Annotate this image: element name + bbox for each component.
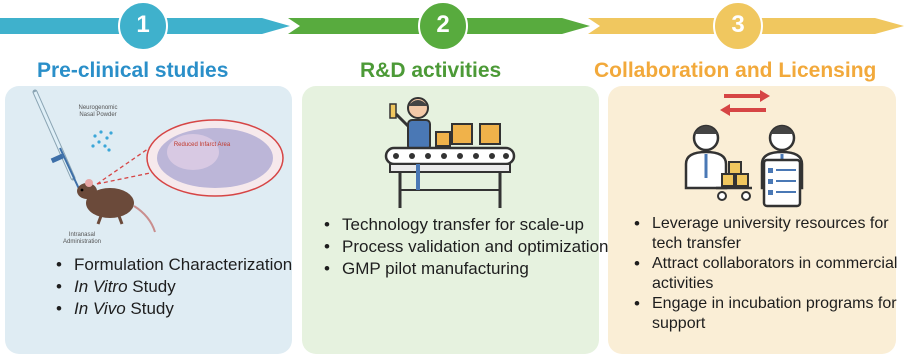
bullet-item: In Vitro Study	[56, 276, 304, 298]
bullet-item: Formulation Characterization	[56, 254, 304, 276]
stage-title-1: Pre-clinical studies	[37, 59, 229, 82]
two-researchers-icon	[684, 90, 804, 208]
step-circle-2	[418, 1, 468, 51]
stage-title-3: Collaboration and Licensing	[594, 59, 877, 82]
bullet-item: GMP pilot manufacturing	[324, 258, 612, 280]
rnd-bullets: Technology transfer for scale-up Process…	[320, 214, 612, 280]
bullet-item: Technology transfer for scale-up	[324, 214, 612, 236]
administration-label: Intranasal Administration	[62, 232, 101, 245]
mouse-injection-icon	[32, 89, 284, 233]
worker-conveyor-icon	[384, 97, 516, 208]
step-number-2: 2	[436, 11, 450, 38]
collaboration-bullets: Leverage university resources for tech t…	[630, 214, 906, 334]
process-banner	[0, 1, 904, 51]
step-number-3: 3	[731, 11, 745, 38]
stage-title-2: R&D activities	[360, 59, 502, 82]
exchange-arrows-icon	[720, 90, 770, 116]
step-number-1: 1	[136, 11, 150, 38]
bullet-item: Attract collaborators in commercial acti…	[634, 254, 906, 294]
step-circle-1	[118, 1, 168, 51]
nanoparticle-label: Neurogenomic Nasal Powder	[78, 105, 118, 118]
checklist-icon	[762, 158, 802, 208]
bullet-item: Leverage university resources for tech t…	[634, 214, 906, 254]
bullet-item: In Vivo Study	[56, 298, 304, 320]
infarct-label: Reduced Infarct Area	[173, 142, 231, 148]
bullet-item: Engage in incubation programs for suppor…	[634, 294, 906, 334]
preclinical-bullets: Formulation Characterization In Vitro St…	[52, 254, 304, 320]
bullet-item: Process validation and optimization	[324, 236, 612, 258]
step-circle-3	[713, 1, 763, 51]
